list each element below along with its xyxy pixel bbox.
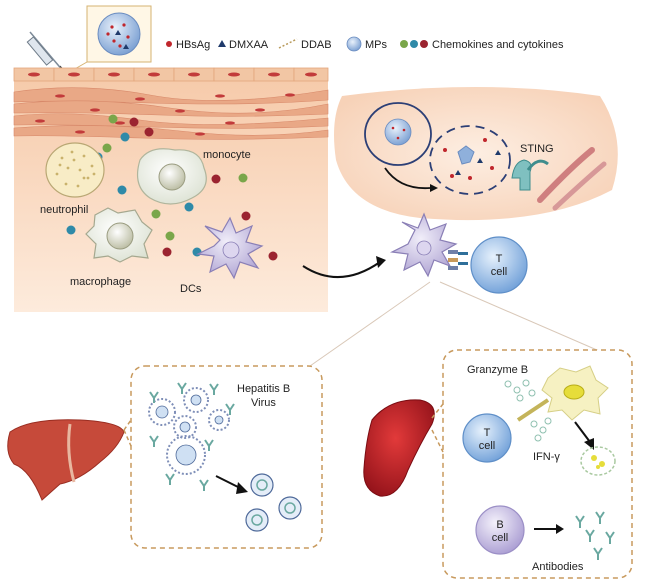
label-sting: STING [520, 143, 554, 155]
dc-nucleus [416, 240, 432, 256]
label-monocyte: monocyte [203, 149, 251, 161]
legend-label: HBsAg [176, 39, 210, 51]
label-granzyme: Granzyme B [467, 364, 528, 376]
arrow-head-icon [236, 482, 248, 494]
hbv-panel: Hepatitis B Virus [130, 365, 323, 549]
er-membrane [537, 147, 607, 211]
t-cell [470, 236, 528, 294]
b-cell-label-line1: B [496, 519, 503, 531]
triangle-icon [218, 40, 226, 47]
sting-zoom-bubble: STING [334, 87, 618, 221]
label-macrophage: macrophage [70, 276, 131, 288]
legend: HBsAg DMXAA DDAB MPs Chemokines and cyto… [26, 5, 564, 81]
spleen-connector [431, 429, 444, 453]
ifn-gamma-dots [530, 417, 552, 442]
macrophage-cell [85, 207, 153, 263]
chemokine-dots [66, 114, 278, 261]
hbv-panel-border [130, 365, 323, 549]
effector-t-label-line1: T [484, 427, 491, 439]
tcr-mhc-synapse [448, 250, 468, 270]
arrow-head-icon [376, 256, 386, 268]
tissue-to-dc-arrow [302, 261, 381, 278]
hbv-title-line1: Hepatitis B [237, 383, 290, 395]
perforin-contact [516, 398, 550, 422]
monocyte-cell [137, 148, 207, 205]
granzyme-dots [504, 379, 536, 402]
tissue-panel: neutrophil monocyte macrophage DCs [13, 67, 329, 312]
killing-arrow [574, 421, 591, 443]
neutrophil-cell [45, 142, 105, 198]
dendritic-cell [195, 216, 264, 280]
muscle-fibers [13, 87, 329, 140]
muscle-nuclei [35, 93, 295, 136]
mp-particle-icon [97, 12, 141, 56]
spleen-organ [363, 399, 435, 497]
arrow-head-icon [430, 184, 438, 192]
release-arrow [384, 167, 431, 190]
b-cell-label-line2: cell [492, 532, 509, 544]
skin-nuclei [28, 72, 317, 77]
legend-item-chemokines: Chemokines and cytokines [400, 39, 564, 51]
sting-protein-icon [511, 159, 549, 191]
label-dcs: DCs [180, 283, 202, 295]
apoptotic-cell [580, 446, 616, 476]
effector-t-label-line2: cell [479, 440, 496, 452]
label-antibodies: Antibodies [532, 561, 584, 573]
hbv-virions-neutralized [148, 387, 230, 475]
label-neutrophil: neutrophil [40, 204, 88, 216]
infected-target-cell [541, 365, 609, 421]
dc-t-cell-interaction: T cell [389, 212, 528, 294]
secreted-antibodies [575, 511, 615, 560]
three-dots-icon [400, 40, 428, 48]
liver-organ [7, 419, 125, 501]
sphere-icon [346, 36, 362, 52]
funnel-line-right [439, 281, 621, 361]
liver-connector [123, 419, 132, 431]
spleen-connector [431, 403, 444, 419]
t-cell-label-line2: cell [491, 266, 508, 278]
ruptured-endosome [429, 125, 511, 195]
legend-item-hbsag: HBsAg [166, 39, 210, 51]
hbv-virion-cores [155, 394, 224, 466]
clearance-arrow [215, 475, 241, 489]
cleared-virion-cores [251, 479, 296, 526]
mp-in-endosome [384, 118, 412, 146]
bound-antibodies [149, 382, 235, 491]
legend-item-dmxaa: DMXAA [218, 39, 269, 51]
hbv-title-line2: Virus [251, 397, 276, 409]
skin-layer [13, 67, 329, 82]
b-cell [475, 505, 525, 555]
legend-label: DDAB [301, 39, 332, 51]
label-ifn-gamma: IFN-γ [533, 451, 560, 463]
hbv-virions-cleared [245, 473, 302, 532]
immune-response-panel: Granzyme B T cell IFN-γ B cell [442, 349, 633, 579]
legend-item-mps: MPs [346, 36, 388, 52]
legend-item-ddab: DDAB [278, 38, 332, 51]
arrow-head-icon [584, 438, 594, 450]
effector-t-cell [462, 413, 512, 463]
t-cell-label-line1: T [496, 253, 503, 265]
released-payload [443, 138, 501, 180]
dot-icon [166, 41, 172, 47]
dashed-line-icon [278, 38, 298, 49]
legend-label: DMXAA [229, 39, 269, 51]
liver-connector [123, 429, 132, 447]
legend-label: Chemokines and cytokines [432, 39, 564, 51]
syringe-icon [26, 31, 73, 81]
endosome-membrane [364, 102, 432, 166]
zoom-background [334, 87, 618, 221]
funnel-line-left [309, 281, 431, 367]
legend-label: MPs [365, 39, 388, 51]
arrow-head-icon [556, 524, 564, 534]
